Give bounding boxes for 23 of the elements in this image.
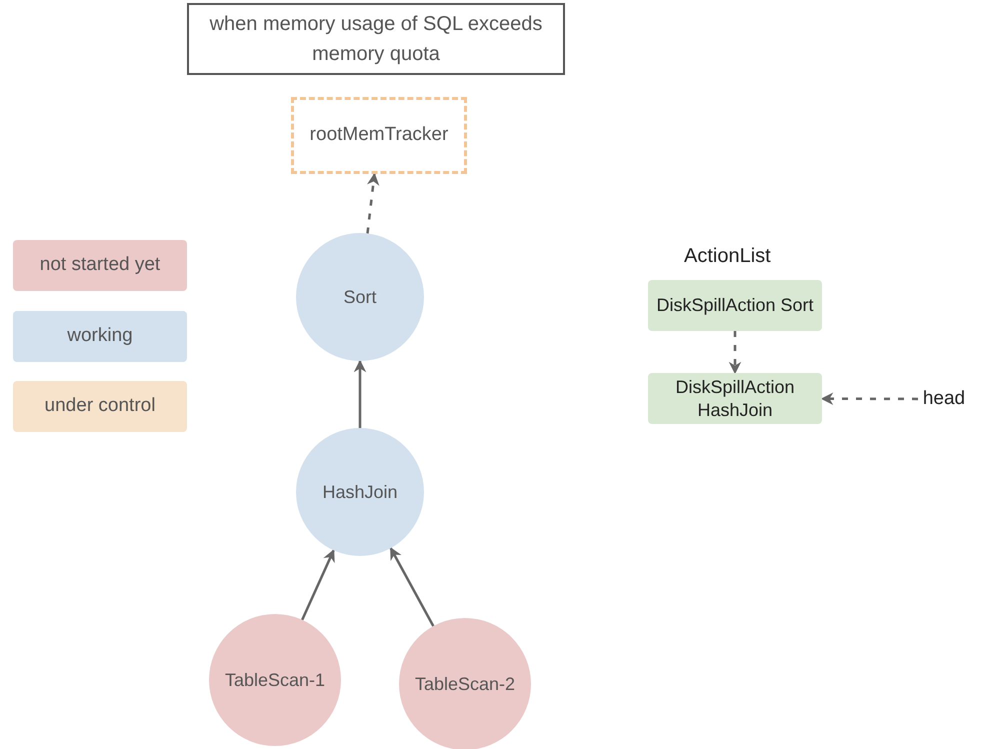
- condition-box: [187, 3, 565, 75]
- node-text: DiskSpillAction HashJoin: [674, 376, 796, 421]
- tracker-box: [291, 97, 467, 174]
- node-text: TableScan-2: [414, 672, 516, 696]
- legend-text: not started yet: [40, 253, 160, 278]
- legend-text: working: [67, 324, 133, 348]
- legend-text: under control: [44, 394, 156, 418]
- node-text: rootMemTracker: [310, 123, 448, 148]
- node-text: TableScan-1: [224, 668, 326, 692]
- node-text: when memory usage of SQL exceeds memory quota: [208, 12, 544, 67]
- arrow: [728, 331, 742, 374]
- list-heading: ActionList: [684, 244, 771, 269]
- node-text: head: [922, 386, 966, 411]
- arrow: [390, 547, 434, 627]
- arrow: [301, 549, 335, 620]
- node-text: DiskSpillAction Sort: [656, 294, 814, 317]
- action-box: [648, 280, 822, 331]
- arrow: [354, 360, 366, 428]
- arrow: [820, 392, 918, 405]
- action-box: [648, 373, 822, 424]
- node-text: Sort: [343, 286, 376, 308]
- node-text: HashJoin: [322, 480, 398, 504]
- arrow: [366, 172, 380, 234]
